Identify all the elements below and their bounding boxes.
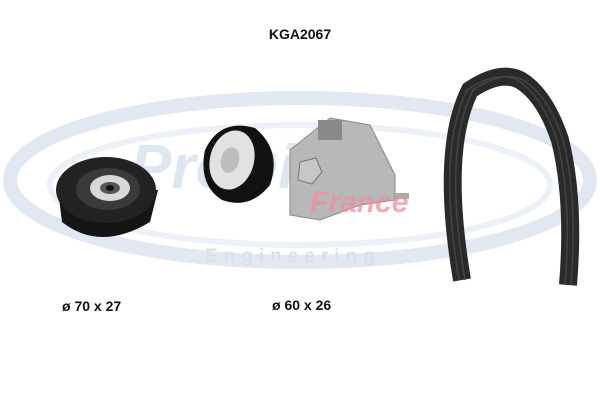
- watermark-sub-brand: France: [310, 186, 408, 219]
- tensioner-dimension-label: ø 60 x 26: [272, 297, 332, 313]
- kit-code-title: KGA2067: [268, 26, 332, 42]
- ribbed-belt: [443, 67, 580, 286]
- watermark-tagline: Engineering: [205, 246, 381, 267]
- belt-tensioner: [203, 117, 409, 221]
- watermark-overlay: France: [310, 186, 408, 219]
- idler-pulley: [56, 157, 158, 237]
- idler-dimension-label: ø 70 x 27: [62, 298, 122, 314]
